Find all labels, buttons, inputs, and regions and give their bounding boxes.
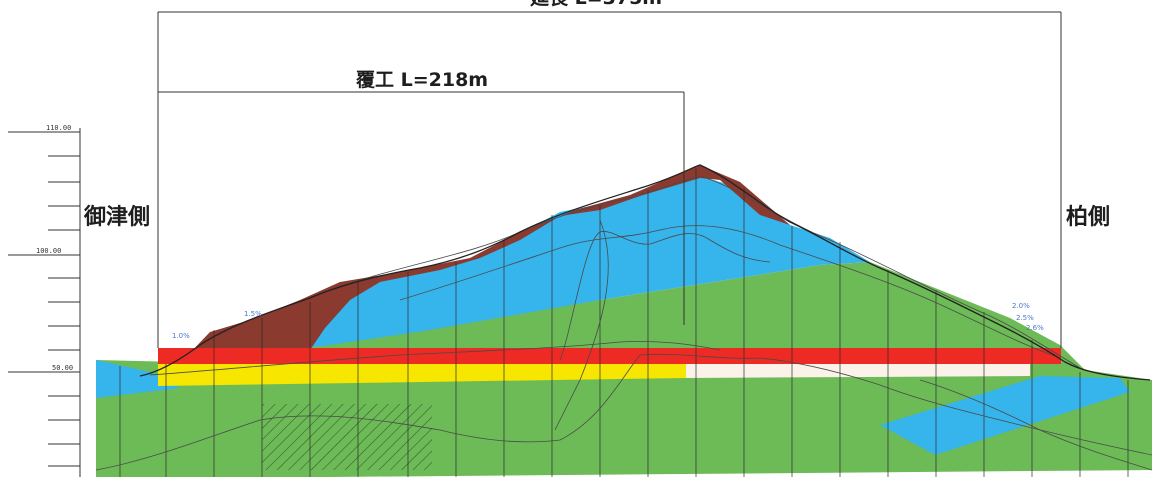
topsoil-layer [188,165,790,358]
hatched-zone [262,404,432,470]
left-blue-wedge [96,360,180,398]
elevation-scale [8,128,81,477]
invert-white-band [686,364,1030,378]
grade-annotation: 2.0% [1012,302,1030,310]
contour-lines [95,175,1152,471]
total-length-label: 延長 L=375m [529,0,662,9]
ground-profile-line [139,164,1151,381]
section-lines [119,168,1129,477]
tunnel-lining-band [158,348,1061,364]
lining-length-label: 覆工 L=218m [355,69,488,91]
elevation-label-mid: 100.00 [36,247,61,255]
right-blue-band [880,376,1130,455]
grade-annotation: 2.6% [1026,324,1044,332]
grade-annotation: 1.0% [172,332,190,340]
grade-annotation: 1.5% [244,310,262,318]
invert-band [158,364,686,386]
right-side-label: 柏側 [1066,204,1110,230]
elevation-label-top: 110.00 [46,124,71,132]
dimension-lines [157,11,1062,348]
elevation-label-low: 50.00 [52,364,73,372]
weathered-rock-layer [188,176,870,355]
left-side-label: 御津側 [83,204,150,230]
grade-annotation: 2.5% [1016,314,1034,322]
